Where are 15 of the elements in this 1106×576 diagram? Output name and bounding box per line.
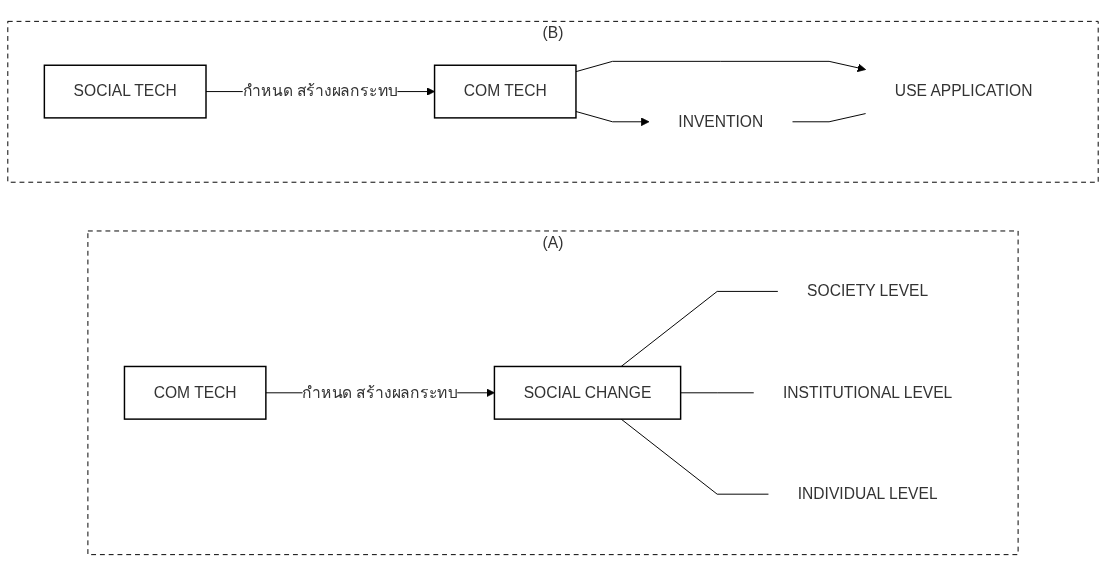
- edge-label: กำหนด สร้างผลกระทบ: [242, 82, 398, 100]
- node-text: INDIVIDUAL LEVEL: [797, 485, 938, 502]
- node-text: INSTITUTIONAL LEVEL: [782, 384, 953, 401]
- node-box: SOCIAL CHANGE: [493, 365, 682, 420]
- connector: [620, 290, 779, 367]
- edge-label: กำหนด สร้างผลกระทบ: [302, 384, 458, 401]
- node-box: COM TECH: [123, 365, 267, 420]
- node-box: COM TECH: [433, 64, 577, 119]
- node-text: USE APPLICATION: [894, 82, 1033, 100]
- connector: [680, 392, 755, 394]
- connector: [792, 113, 867, 123]
- node-text: INVENTION: [678, 113, 764, 130]
- connector: [620, 418, 769, 495]
- node-box: SOCIAL TECH: [43, 64, 207, 119]
- node-text: SOCIETY LEVEL: [807, 282, 929, 300]
